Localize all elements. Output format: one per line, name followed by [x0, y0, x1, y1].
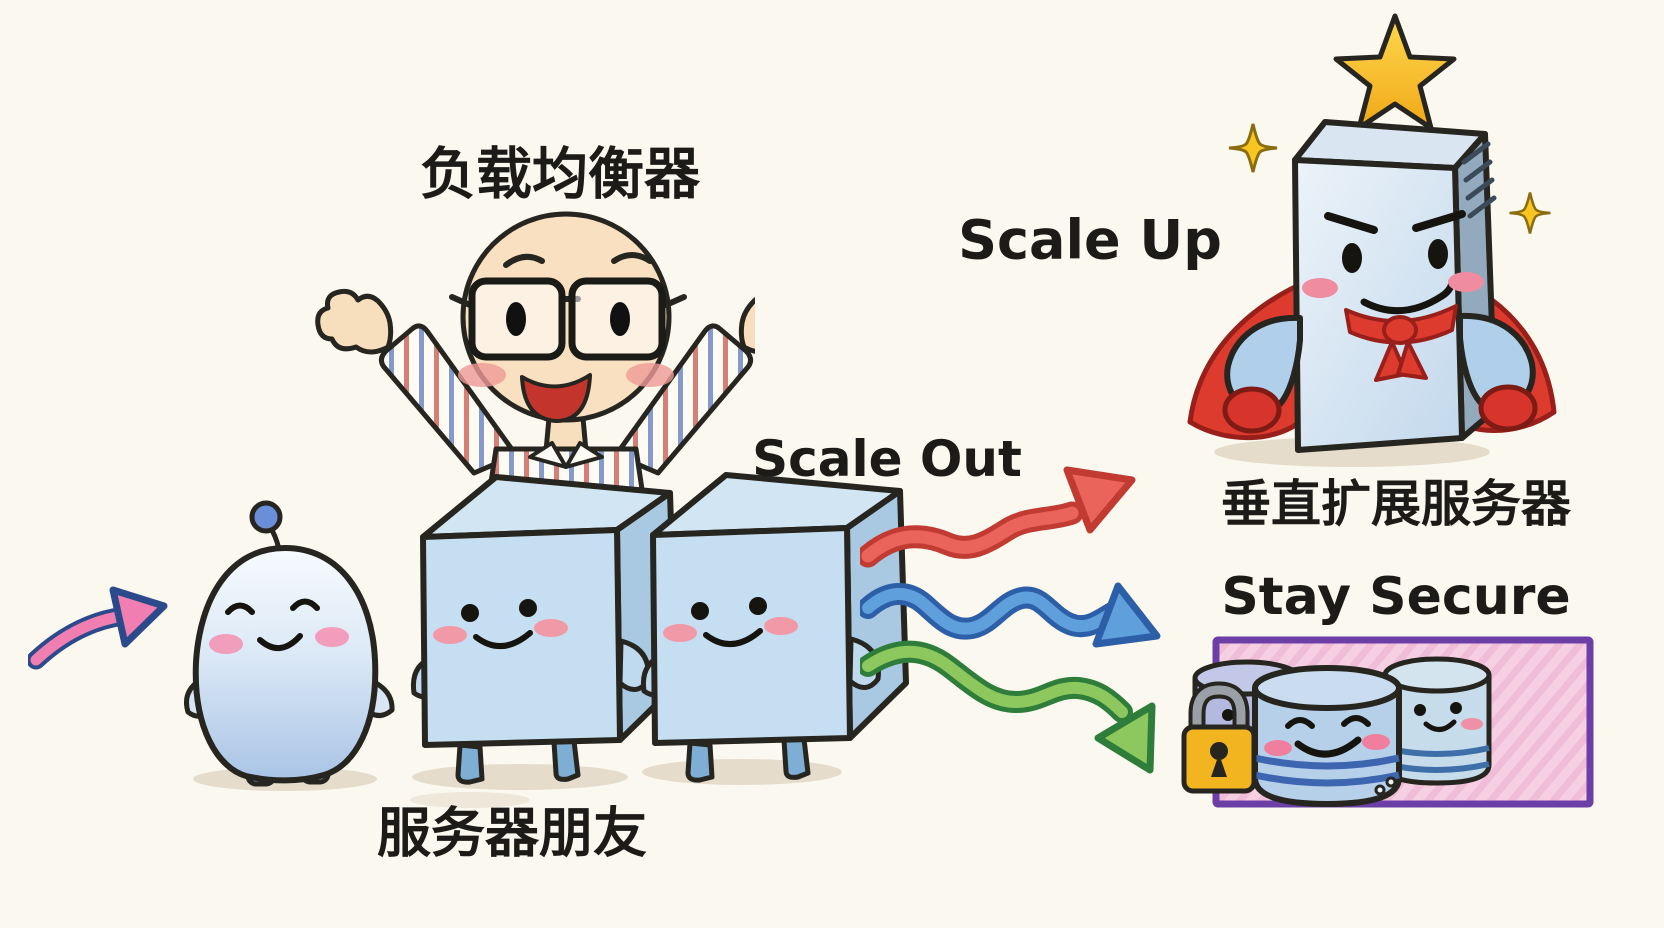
vent-lines — [1461, 141, 1497, 219]
incoming-request-arrow-icon — [28, 586, 168, 670]
secure-cluster — [1181, 636, 1594, 808]
load-balancer-character — [315, 211, 755, 585]
blue-arrow-icon — [860, 582, 1161, 648]
sparkle-icon — [1509, 192, 1551, 234]
star-icon — [1333, 13, 1457, 131]
server-friends-label: 服务器朋友 — [377, 801, 647, 865]
db-server-middle — [1252, 665, 1402, 808]
cube-server-right — [638, 443, 910, 785]
scale-arrows — [860, 466, 1161, 774]
db-server-right — [1382, 656, 1492, 786]
stay-secure-label: Stay Secure — [1221, 567, 1571, 627]
small-server-bot — [184, 500, 395, 787]
db-server-left — [1192, 659, 1302, 789]
sparkle-icon — [1228, 123, 1278, 173]
green-arrow-icon — [860, 640, 1156, 774]
load-balancer-label: 负载均衡器 — [420, 142, 700, 208]
glasses-icon — [468, 277, 666, 361]
padlock-icon — [1181, 681, 1257, 794]
cape — [1187, 256, 1557, 441]
scale-up-label: Scale Up — [958, 208, 1222, 272]
scale-out-label: Scale Out — [752, 430, 1022, 488]
vertical-scale-label: 垂直扩展服务器 — [1221, 475, 1571, 533]
cube-server-left — [408, 445, 680, 787]
scarf — [1344, 304, 1458, 382]
antenna-icon — [249, 500, 283, 534]
